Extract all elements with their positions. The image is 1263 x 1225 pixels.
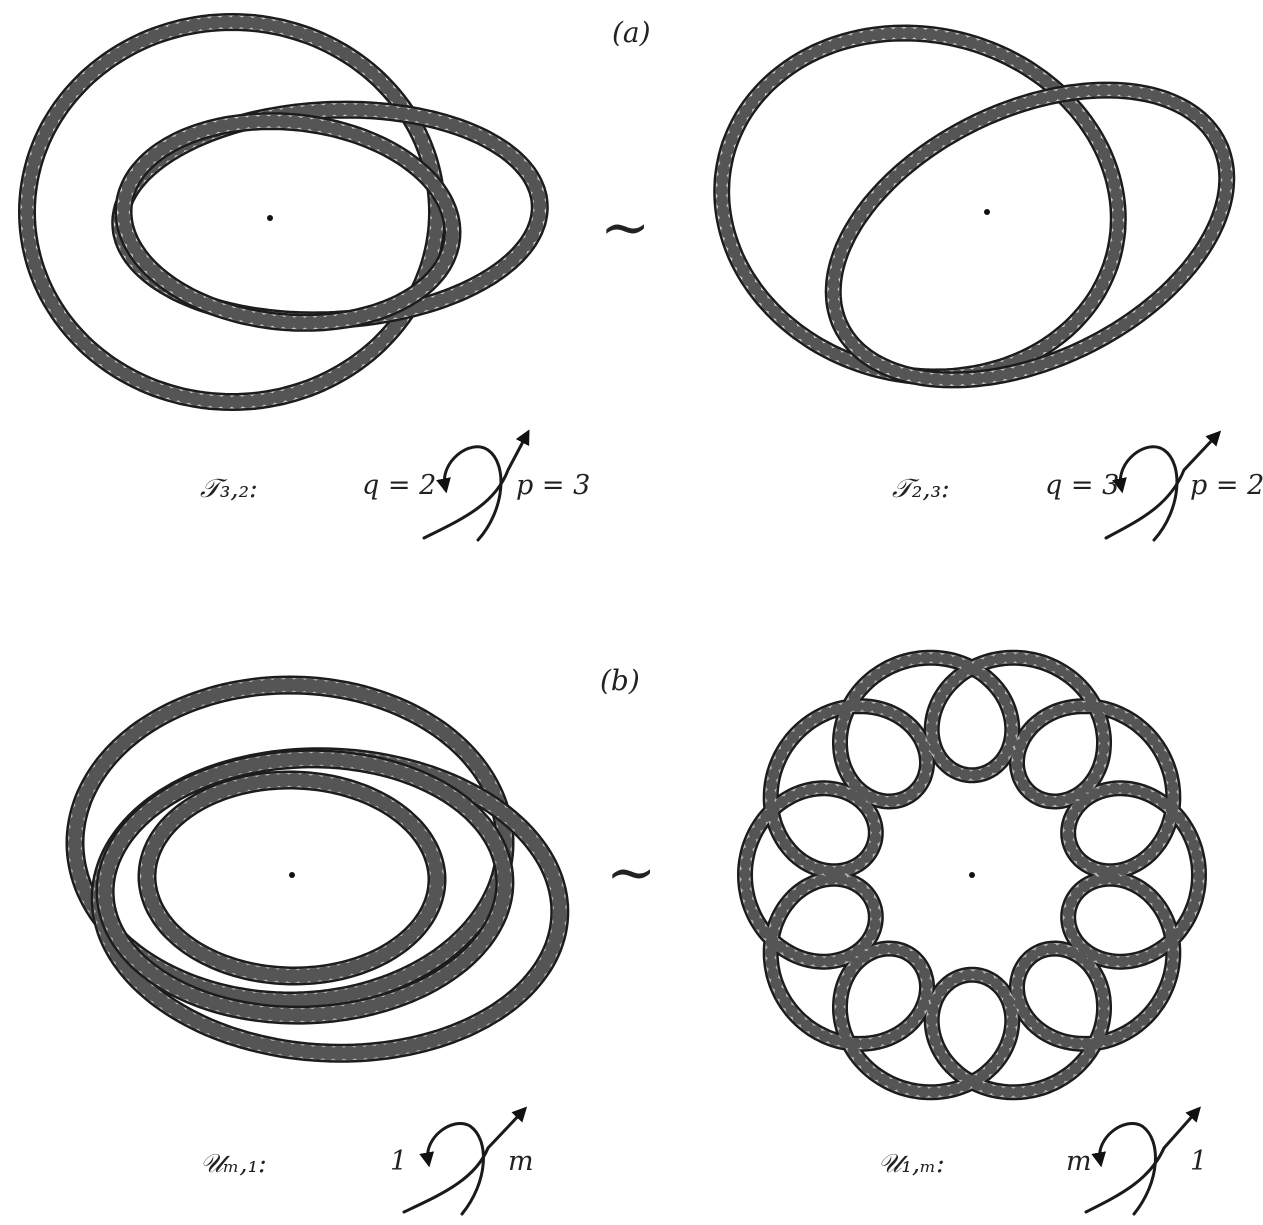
knot-t23-strand-2-hatch: [827, 84, 1233, 386]
knot-u1m-p-label: 1: [1190, 1146, 1207, 1177]
knot-t23-name: 𝒯₂,₃:: [892, 474, 950, 504]
knot-t23-center-dot: [984, 209, 990, 215]
panel-b-label: (b): [600, 664, 640, 697]
knot-u1m-center-dot: [969, 872, 975, 878]
knot-u1m: [737, 649, 1207, 1101]
knot-t32-p-label: p = 3: [516, 470, 590, 501]
knot-t23-q-label: q = 3: [1045, 470, 1119, 501]
knot-um1-name: 𝒰ₘ,₁:: [200, 1149, 267, 1179]
winding-arrows-icon: [422, 429, 530, 542]
knot-um1: [65, 675, 570, 1063]
knot-t23-strand-1-hatch: [715, 27, 1125, 383]
knot-t23-strand-2-outline: [824, 81, 1236, 389]
knot-t32-center-dot: [267, 215, 273, 221]
knot-t32-q-label: q = 2: [362, 470, 436, 501]
winding-arrows-icon: [402, 1106, 528, 1216]
knot-t23-strand-2-fill: [827, 84, 1233, 386]
knot-um1-ring-3-hatch: [98, 751, 512, 1023]
knot-t23-p-label: p = 2: [1190, 470, 1263, 501]
knot-t32: [18, 13, 549, 411]
knot-um1-p-label: m: [508, 1146, 534, 1177]
winding-arrows-icon: [1084, 1106, 1201, 1216]
knot-um1-q-label: 1: [390, 1146, 407, 1177]
knot-u1m-loops-hatch: [739, 652, 1205, 1098]
knot-t23: [713, 24, 1236, 389]
knot-um1-ring-4-hatch: [140, 773, 444, 983]
panel-a-label: (a): [612, 16, 651, 49]
knot-t32-name: 𝒯₃,₂:: [200, 474, 258, 504]
winding-arrows-icon: [1104, 430, 1222, 542]
knot-t32-strand-3-hatch: [117, 114, 459, 330]
knot-um1-ring-1-hatch: [68, 678, 512, 1008]
panel-a-equivalence: ~: [600, 193, 650, 263]
knot-u1m-name: 𝒰₁,ₘ:: [878, 1149, 945, 1179]
knot-u1m-q-label: m: [1066, 1146, 1092, 1177]
knot-t32-strand-1-hatch: [20, 15, 444, 409]
panel-b-equivalence: ~: [606, 838, 656, 908]
knot-um1-center-dot: [289, 872, 295, 878]
